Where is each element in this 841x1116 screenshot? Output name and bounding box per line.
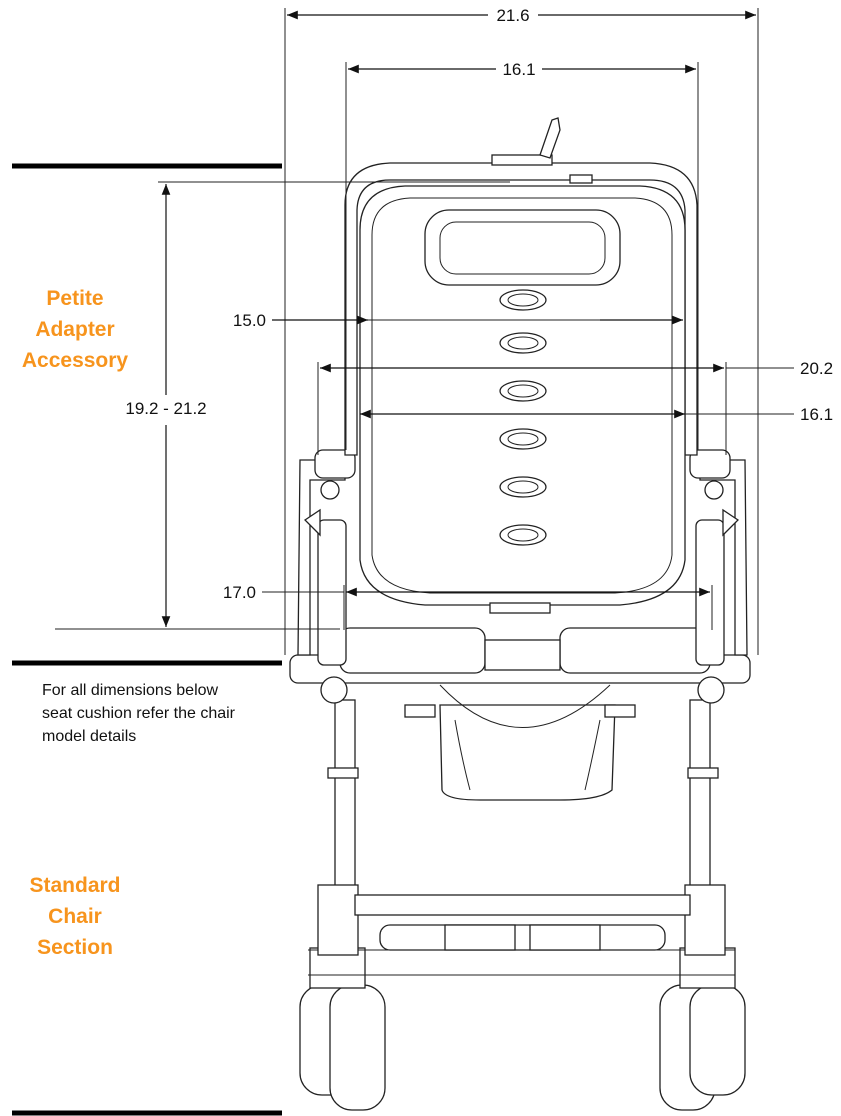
svg-text:Standard: Standard: [29, 874, 120, 897]
dim-arm-inner-width: 16.1: [360, 405, 833, 424]
back-panel: [359, 185, 686, 614]
svg-text:16.1: 16.1: [502, 60, 535, 79]
svg-text:For all dimensions below: For all dimensions below: [42, 682, 219, 699]
svg-text:15.0: 15.0: [233, 311, 266, 330]
seat-note: For all dimensions below seat cushion re…: [42, 682, 236, 745]
svg-text:Section: Section: [37, 936, 113, 959]
svg-text:21.6: 21.6: [496, 6, 529, 25]
seat-cushions: [289, 627, 751, 704]
svg-text:16.1: 16.1: [800, 405, 833, 424]
chair-outline: [289, 117, 751, 1111]
svg-text:17.0: 17.0: [223, 583, 256, 602]
dim-back-frame-width: 16.1: [345, 60, 699, 450]
dim-seat-width: 17.0: [223, 583, 713, 630]
adapter-section-label: Petite Adapter Accessory: [22, 287, 129, 372]
back-frame: [344, 117, 698, 456]
svg-text:Adapter: Adapter: [35, 318, 114, 341]
caster-wheels: [299, 947, 746, 1111]
svg-text:Chair: Chair: [48, 905, 102, 928]
dim-back-height: 19.2 - 21.2: [55, 181, 510, 630]
standard-section-label: Standard Chair Section: [29, 874, 120, 959]
back-slot-holes: [499, 289, 547, 546]
lower-frame: [317, 684, 726, 956]
svg-text:seat cushion refer the chair: seat cushion refer the chair: [42, 705, 236, 722]
dim-arm-outer-width: 20.2: [317, 359, 833, 455]
svg-text:model details: model details: [42, 728, 136, 745]
svg-text:19.2 - 21.2: 19.2 - 21.2: [125, 399, 206, 418]
dim-back-width: 15.0: [233, 311, 683, 330]
svg-text:20.2: 20.2: [800, 359, 833, 378]
svg-text:Petite: Petite: [46, 287, 103, 310]
svg-text:Accessory: Accessory: [22, 349, 129, 372]
dim-overall-width: 21.6: [284, 6, 759, 655]
